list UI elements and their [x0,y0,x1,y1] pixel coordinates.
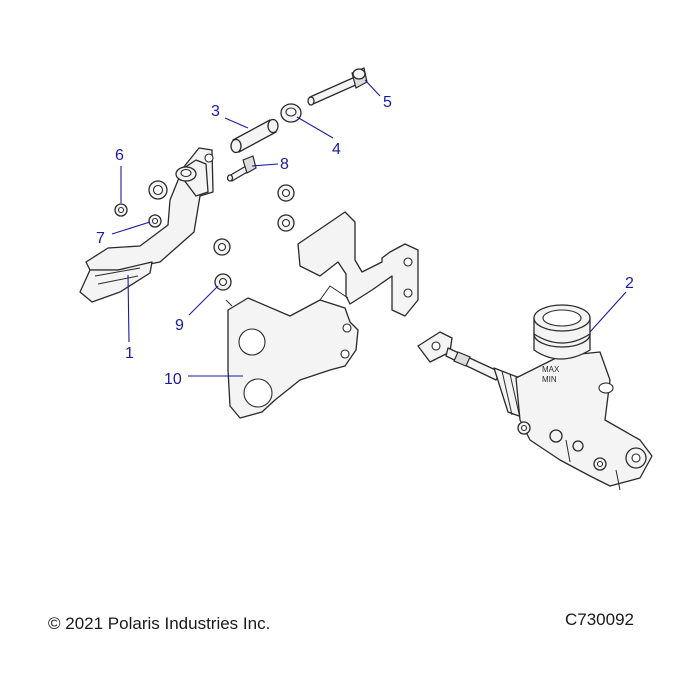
mounting-bracket [225,211,419,419]
bushing [230,118,279,154]
washer [280,103,302,123]
callout-4: 4 [332,141,341,158]
leader-5 [364,79,381,97]
nut [114,203,128,217]
callout-1: 1 [125,345,134,362]
callout-3: 3 [211,103,220,120]
pivot-bolt [307,67,368,106]
brake-pedal [79,147,214,303]
callout-2: 2 [625,275,634,292]
leader-2 [589,291,627,333]
callout-labels: 1 2 3 4 5 6 7 8 9 10 [96,94,634,388]
leader-8 [251,163,279,167]
callout-9: 9 [175,317,184,334]
callout-5: 5 [383,94,392,111]
leader-7 [111,221,151,235]
leader-4 [296,116,334,139]
leader-9 [188,285,219,316]
copyright-text: © 2021 Polaris Industries Inc. [48,614,271,633]
leader-3 [224,117,249,129]
nut [277,214,295,232]
callout-10: 10 [164,371,182,388]
nut [148,214,162,228]
stud [226,155,257,182]
callout-6: 6 [115,147,124,164]
leader-lines [111,79,627,377]
washer [148,180,168,200]
nut [277,184,295,202]
leader-1 [127,274,130,343]
callout-8: 8 [280,156,289,173]
master-cylinder [417,304,653,491]
reservoir-max-label: MAX [542,365,560,374]
nut [214,273,232,291]
diagram-id: C730092 [565,610,635,629]
nut [213,238,231,256]
callout-7: 7 [96,230,105,247]
reservoir-min-label: MIN [542,375,557,384]
